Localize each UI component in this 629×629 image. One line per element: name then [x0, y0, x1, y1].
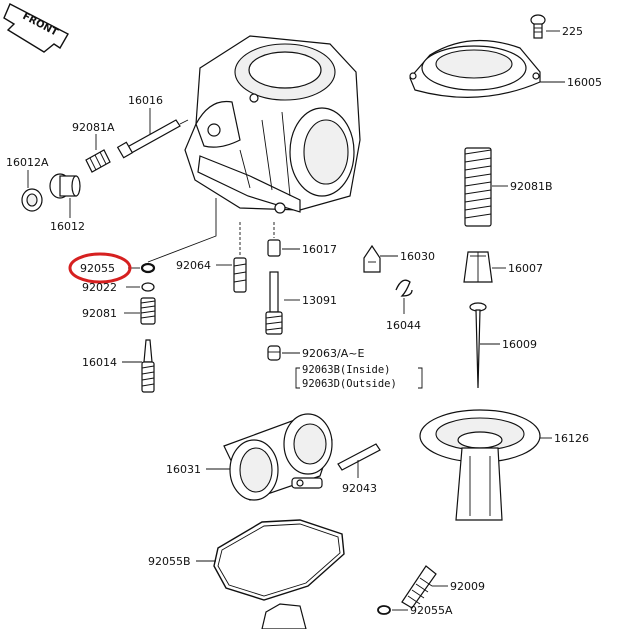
throttle-16031 — [223, 413, 333, 501]
spring-92081 — [140, 297, 156, 325]
label-16030: 16030 — [400, 250, 435, 263]
needle-jet-13091 — [265, 271, 283, 335]
jet-16017 — [267, 239, 281, 257]
label-92009: 92009 — [450, 580, 485, 593]
label-92043: 92043 — [342, 482, 377, 495]
carburetor-body — [184, 35, 361, 214]
diaphragm-slide-16126 — [419, 409, 541, 521]
label-16126: 16126 — [554, 432, 589, 445]
float-bowl-edge — [261, 603, 307, 629]
label-16012: 16012 — [50, 220, 85, 233]
label-16009: 16009 — [502, 338, 537, 351]
label-16017: 16017 — [302, 243, 337, 256]
screw-92009 — [401, 565, 437, 609]
label-92081: 92081 — [82, 307, 117, 320]
needle-16009 — [469, 302, 487, 389]
label-13091: 13091 — [302, 294, 337, 307]
pin-92043 — [337, 443, 381, 471]
label-92081A: 92081A — [72, 121, 115, 134]
plug-92063 — [267, 345, 281, 361]
label-225: 225 — [562, 25, 583, 38]
screw-225 — [530, 14, 546, 39]
gasket-92055B — [213, 519, 345, 601]
label-92055A: 92055A — [410, 604, 453, 617]
label-16031: 16031 — [166, 463, 201, 476]
label-16016: 16016 — [128, 94, 163, 107]
rod-16016 — [116, 119, 189, 159]
oring-92055A — [377, 605, 391, 615]
label-92064: 92064 — [176, 259, 211, 272]
label-16014: 16014 — [82, 356, 117, 369]
oring-92055 — [140, 262, 156, 274]
washer-92022 — [141, 282, 155, 292]
label-16012A: 16012A — [6, 156, 49, 169]
label-92022: 92022 — [82, 281, 117, 294]
front-arrow-icon: FRONT — [3, 3, 69, 53]
screw-16012 — [49, 173, 81, 199]
top-cover-16005 — [409, 39, 541, 98]
clip-16044 — [395, 279, 413, 297]
spring-92081B — [464, 147, 492, 227]
label-92055: 92055 — [80, 262, 115, 275]
jet-92064 — [233, 257, 247, 293]
label-92081B: 92081B — [510, 180, 553, 193]
label-92063AE: 92063/A~E — [302, 347, 364, 360]
label-92063B: 92063B(Inside) — [302, 364, 391, 376]
label-16007: 16007 — [508, 262, 543, 275]
highlight-ring — [68, 252, 132, 284]
float-valve-16030 — [363, 244, 381, 273]
label-16044: 16044 — [386, 319, 421, 332]
cap-16012A — [21, 188, 43, 212]
label-92055B: 92055B — [148, 555, 191, 568]
needle-holder-16007 — [463, 251, 493, 283]
spring-92081A — [85, 149, 111, 173]
label-16005: 16005 — [567, 76, 602, 89]
label-92063D: 92063D(Outside) — [302, 378, 397, 390]
screw-16014 — [141, 339, 155, 393]
